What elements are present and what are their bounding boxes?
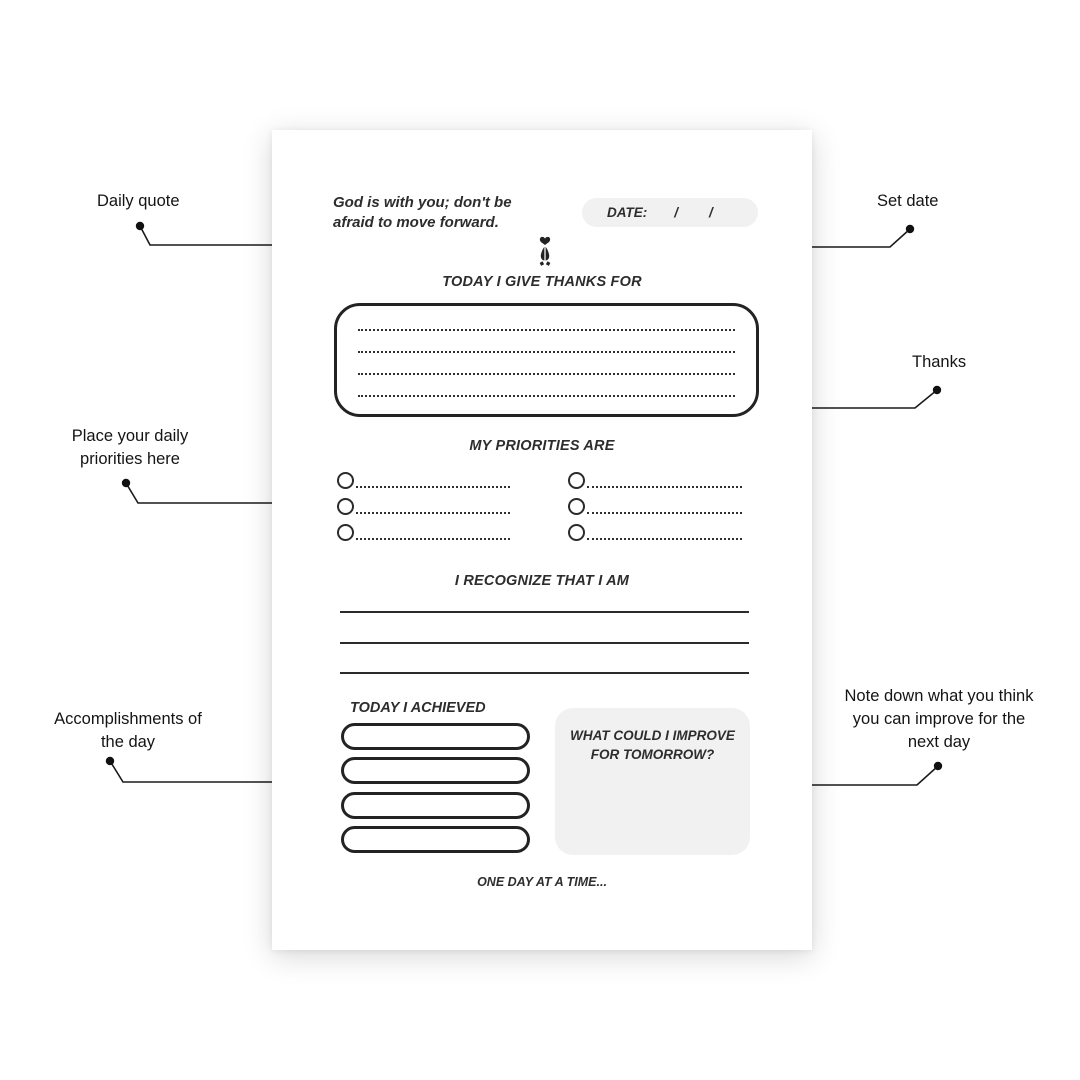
thanks-entry-box[interactable]	[334, 303, 759, 417]
thanks-section-heading: TODAY I GIVE THANKS FOR	[442, 274, 642, 290]
achieved-section-heading: TODAY I ACHIEVED	[350, 700, 486, 716]
priority-item[interactable]	[337, 463, 510, 489]
priority-checkbox-circle[interactable]	[337, 472, 354, 489]
annotation-accomplishments: Accomplishments of the day	[54, 710, 202, 751]
date-field[interactable]: DATE: / /	[582, 198, 758, 227]
annotation-thanks: Thanks	[912, 353, 967, 371]
date-label: DATE:	[607, 205, 648, 220]
daily-quote-text: God is with you; don't be afraid to move…	[333, 193, 512, 232]
date-separator-2: /	[709, 205, 713, 220]
priority-dotted-line[interactable]	[356, 512, 510, 514]
priority-item[interactable]	[337, 515, 510, 541]
priorities-section-heading: MY PRIORITIES ARE	[469, 438, 615, 454]
annotation-improve-note: Note down what you think you can improve…	[844, 687, 1034, 751]
annotation-set-date: Set date	[877, 192, 939, 210]
thanks-dotted-line[interactable]	[358, 375, 735, 397]
priorities-grid	[337, 463, 742, 541]
thanks-dotted-line[interactable]	[358, 353, 735, 375]
priority-item[interactable]	[337, 489, 510, 515]
achieved-slot-pill[interactable]	[341, 826, 530, 853]
priority-item[interactable]	[568, 489, 742, 515]
daily-quote-line-2: afraid to move forward.	[333, 213, 499, 231]
improve-entry-box[interactable]: WHAT COULD I IMPROVE FOR TOMORROW?	[555, 708, 750, 855]
date-separator-1: /	[674, 205, 679, 220]
recognize-writing-line[interactable]	[340, 672, 749, 674]
priority-dotted-line[interactable]	[587, 538, 742, 540]
improve-section-heading: WHAT COULD I IMPROVE FOR TOMORROW?	[570, 728, 735, 762]
thanks-dotted-line[interactable]	[358, 331, 735, 353]
footer-motto: ONE DAY AT A TIME...	[477, 875, 607, 889]
achieved-slot-pill[interactable]	[341, 723, 530, 750]
annotation-daily-quote: Daily quote	[97, 192, 180, 210]
priority-checkbox-circle[interactable]	[337, 524, 354, 541]
achieved-slot-pill[interactable]	[341, 792, 530, 819]
priority-dotted-line[interactable]	[356, 486, 510, 488]
recognize-writing-line[interactable]	[340, 611, 749, 613]
priority-dotted-line[interactable]	[587, 486, 742, 488]
priority-item[interactable]	[568, 463, 742, 489]
priority-dotted-line[interactable]	[587, 512, 742, 514]
recognize-writing-line[interactable]	[340, 642, 749, 644]
achieved-slot-pill[interactable]	[341, 757, 530, 784]
priority-checkbox-circle[interactable]	[568, 524, 585, 541]
daily-quote-line-1: God is with you; don't be	[333, 194, 512, 211]
priority-checkbox-circle[interactable]	[337, 498, 354, 515]
priority-dotted-line[interactable]	[356, 538, 510, 540]
priority-checkbox-circle[interactable]	[568, 498, 585, 515]
priority-item[interactable]	[568, 515, 742, 541]
thanks-dotted-line[interactable]	[358, 309, 735, 331]
planner-page: God is with you; don't be afraid to move…	[272, 130, 812, 950]
annotation-priorities: Place your daily priorities here	[71, 427, 189, 468]
praying-hands-heart-icon	[539, 236, 551, 266]
recognize-section-heading: I RECOGNIZE THAT I AM	[454, 573, 630, 589]
accomplishments-leader-line	[105, 756, 300, 787]
priority-checkbox-circle[interactable]	[568, 472, 585, 489]
